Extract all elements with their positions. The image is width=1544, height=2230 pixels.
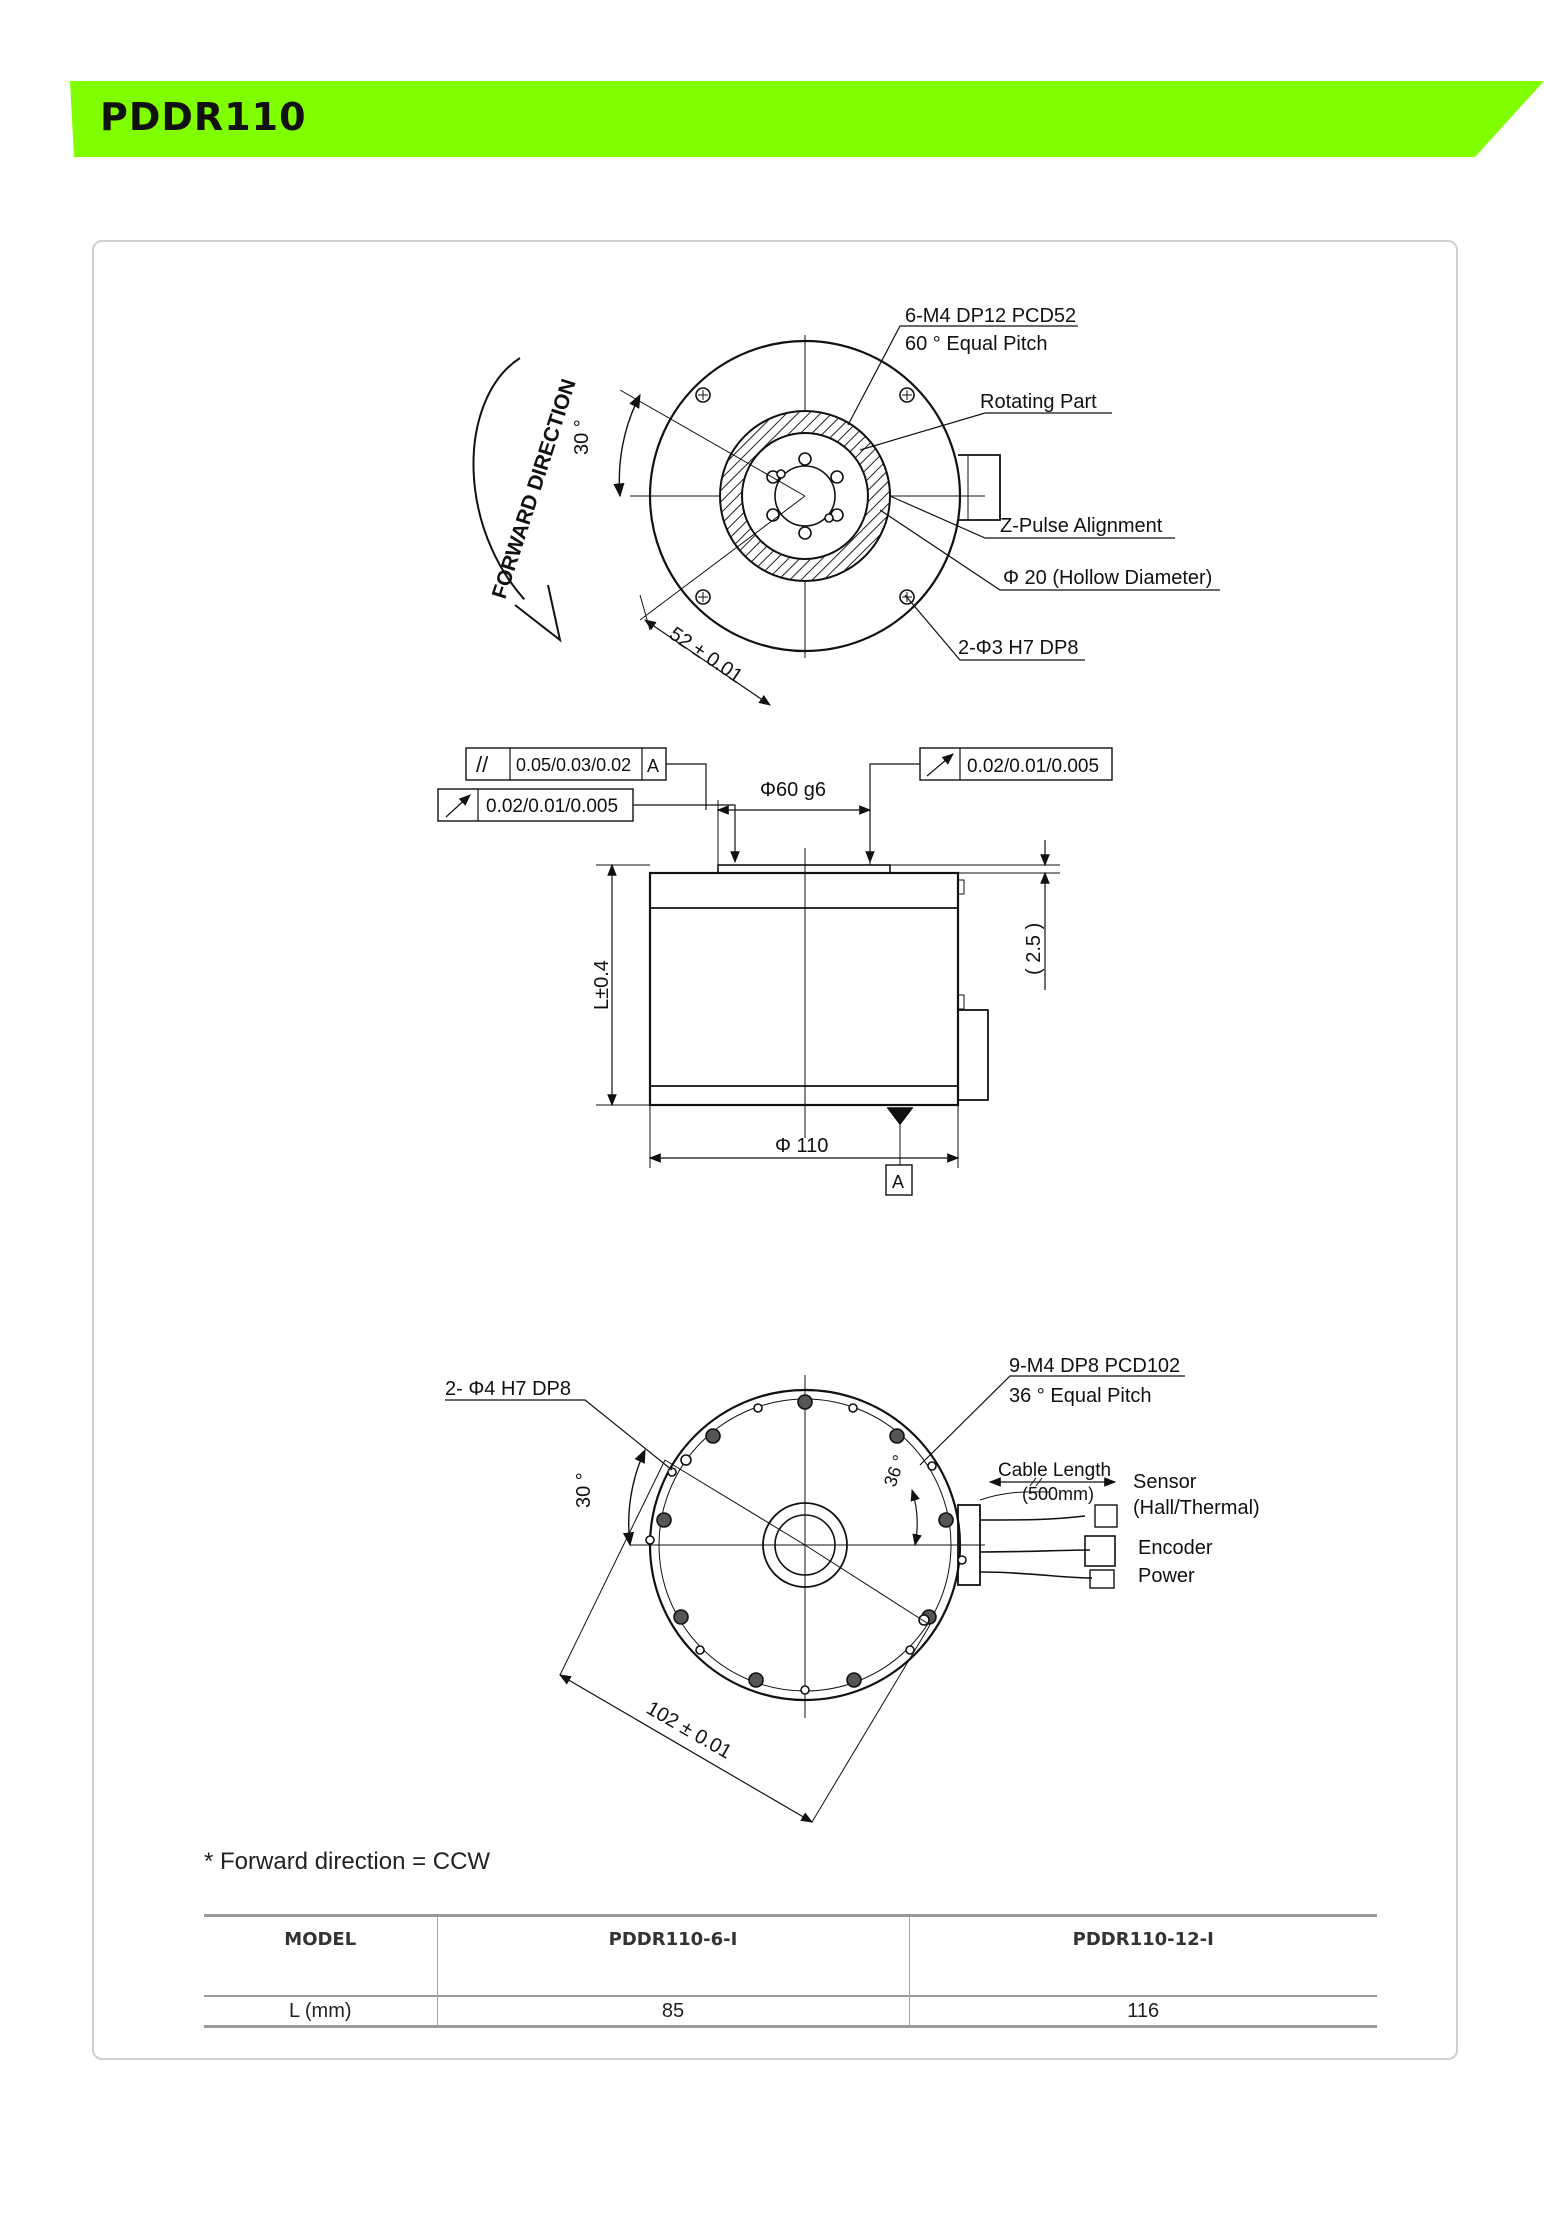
- forward-direction-note: * Forward direction = CCW: [204, 1848, 491, 1875]
- top-view: [472, 325, 1220, 706]
- body-diameter-label: Φ 110: [775, 1135, 828, 1157]
- pin-hole-label: 2-Φ3 H7 DP8: [958, 637, 1078, 659]
- table-row: L (mm) 85 116: [204, 1996, 1377, 2027]
- datum-a-top: A: [647, 756, 659, 776]
- m4-bolt-holes: [766, 452, 844, 540]
- table-header-row: MODEL PDDR110-6-I PDDR110-12-I: [204, 1915, 1377, 1996]
- row-label: L (mm): [288, 1999, 352, 2022]
- encoder-label: Encoder: [1138, 1537, 1213, 1559]
- top-angle-30: 30 °: [571, 419, 593, 455]
- parallelism-symbol: //: [476, 752, 489, 777]
- header-pddr110-6: PDDR110-6-I: [436, 1915, 909, 1996]
- bottom-angle-30: 30 °: [573, 1472, 595, 1508]
- top-m4-callout-1: 6-M4 DP12 PCD52: [905, 305, 1076, 327]
- runout-left-value: 0.02/0.01/0.005: [486, 796, 618, 817]
- power-label: Power: [1138, 1565, 1195, 1587]
- side-view: [437, 747, 1113, 1196]
- pcd52-dimension: 52 ± 0.01: [665, 623, 746, 688]
- height-dimension: L±0.4: [591, 960, 613, 1010]
- header-model: MODEL: [204, 1915, 437, 1996]
- rotating-part-label: Rotating Part: [980, 391, 1097, 413]
- shaft-diameter-label: Φ60 g6: [760, 779, 826, 801]
- z-pulse-label: Z-Pulse Alignment: [1000, 515, 1163, 537]
- side-view-labels: // 0.05/0.03/0.02 A 0.02/0.01/0.005 0.02…: [476, 752, 1099, 1192]
- bottom-view: [445, 1375, 1185, 1823]
- runout-right-value: 0.02/0.01/0.005: [967, 756, 1099, 777]
- top-m4-callout-2: 60 ° Equal Pitch: [905, 333, 1048, 355]
- header-banner: PDDR110: [70, 81, 1544, 157]
- bottom-pin-hole-label: 2- Φ4 H7 DP8: [445, 1378, 571, 1400]
- pcd102-dimension: 102 ± 0.01: [643, 1697, 736, 1763]
- bottom-angle-36: 36 °: [880, 1452, 910, 1489]
- bottom-m4-callout-2: 36 ° Equal Pitch: [1009, 1385, 1152, 1407]
- cable-length-label: Cable Length: [998, 1460, 1111, 1481]
- cell-value: 116: [908, 1996, 1377, 2027]
- cable-length-value: (500mm): [1022, 1484, 1094, 1504]
- bottom-m4-callout-1: 9-M4 DP8 PCD102: [1009, 1355, 1180, 1377]
- forward-direction-label: FORWARD DIRECTION: [488, 376, 581, 601]
- datum-a-bottom: A: [892, 1172, 904, 1192]
- step-dimension: ( 2.5 ): [1023, 923, 1045, 975]
- bottom-view-labels: 2- Φ4 H7 DP8 30 ° 36 ° 9-M4 DP8 PCD102 3…: [445, 1355, 1260, 1764]
- parallelism-value: 0.05/0.03/0.02: [516, 755, 631, 775]
- outer-mount-holes: [695, 387, 915, 605]
- banner-shape: [70, 81, 1544, 157]
- page-title: PDDR110: [100, 95, 307, 139]
- m4-bolt-holes-bottom: [656, 1394, 954, 1688]
- spec-table: MODEL PDDR110-6-I PDDR110-12-I L (mm) 85…: [204, 1914, 1377, 2028]
- hollow-diameter-label: Φ 20 (Hollow Diameter): [1003, 567, 1212, 589]
- header-pddr110-12: PDDR110-12-I: [908, 1915, 1377, 1996]
- sensor-type-label: (Hall/Thermal): [1133, 1497, 1260, 1519]
- sensor-label: Sensor: [1133, 1471, 1197, 1493]
- drawing-panel: [92, 240, 1458, 2060]
- cell-value: 85: [436, 1996, 909, 2027]
